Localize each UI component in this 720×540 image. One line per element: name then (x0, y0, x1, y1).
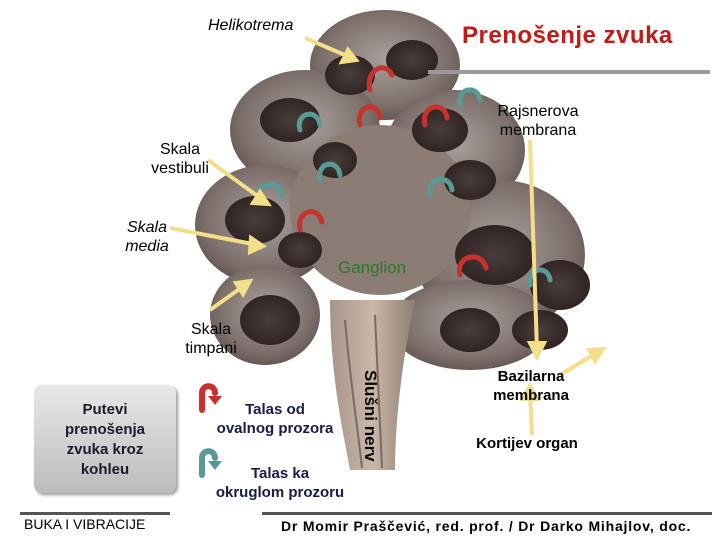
legend-oval-line1: Talas od (245, 401, 305, 418)
label-slusni-nerv: Slušni nerv (361, 370, 380, 462)
label-skala-media-line1: Skala (126, 219, 168, 236)
info-box-line4: kohleu (80, 461, 130, 478)
footer-left-rule (20, 512, 170, 515)
legend-round-window: Talas ka okruglom prozoru (200, 464, 360, 502)
cochlea-canals (225, 40, 590, 352)
label-rajsnerova-membrana: Rajsnerova membrana (488, 102, 588, 140)
label-helikotrema: Helikotrema (208, 17, 294, 34)
info-box-line3: zvuka kroz (66, 441, 144, 458)
legend-arrows (199, 383, 222, 478)
label-kortijev-organ: Kortijev organ (476, 435, 578, 452)
label-skala-timpani-line2: timpani (185, 340, 237, 357)
info-box (34, 385, 176, 493)
title-underline (428, 70, 710, 74)
legend-round-line2: okruglom prozoru (215, 484, 345, 501)
footer-authors: Dr Momir Praščević, red. prof. / Dr Dark… (281, 518, 692, 534)
legend-round-line1: Talas ka (250, 465, 310, 482)
label-bazilarna-line1: Bazilarna (497, 368, 565, 385)
slide-title: Prenošenje zvuka (462, 22, 673, 49)
pointer-arrows (169, 36, 607, 436)
label-skala-timpani: Skala timpani (175, 320, 247, 358)
label-ganglion: Ganglion (338, 258, 407, 277)
label-skala-vestibuli: Skala vestibuli (140, 140, 220, 178)
footer-course-name: BUKA I VIBRACIJE (24, 516, 146, 532)
label-skala-timpani-line1: Skala (190, 321, 232, 338)
label-bazilarna-line2: membrana (493, 387, 569, 404)
info-box-text: Putevi prenošenja zvuka kroz kohleu (34, 400, 176, 480)
label-rajsnerova-line2: membrana (499, 122, 577, 139)
label-rajsnerova-line1: Rajsnerova (497, 103, 579, 120)
label-skala-vestibuli-line1: Skala (159, 141, 201, 158)
label-skala-media-line2: media (125, 238, 169, 255)
label-skala-media: Skala media (112, 218, 182, 256)
info-box-line1: Putevi (82, 401, 128, 418)
label-bazilarna-membrana: Bazilarna membrana (478, 367, 584, 405)
label-skala-vestibuli-line2: vestibuli (151, 160, 209, 177)
legend-oval-line2: ovalnog prozora (216, 420, 334, 437)
legend-oval-window: Talas od ovalnog prozora (200, 400, 350, 438)
footer-right-rule (262, 512, 712, 515)
info-box-line2: prenošenja (64, 421, 146, 438)
